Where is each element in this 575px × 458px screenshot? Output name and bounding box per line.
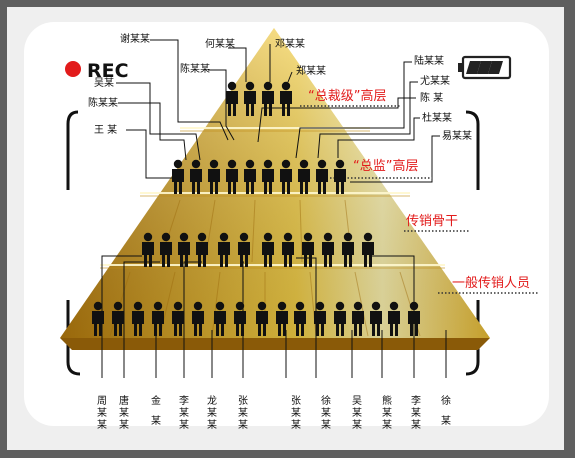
name-label: 唐 [119, 394, 129, 407]
name-label: 易某某 [442, 130, 472, 142]
tier-label-general: 一般传销人员 [452, 275, 530, 291]
record-dot-icon [65, 61, 81, 77]
name-label: 尤某某 [420, 74, 450, 87]
name-label: 某 [97, 407, 107, 419]
tier-label-director: “总监”高层 [353, 158, 418, 174]
tier-label-top: “总裁级”高层 [308, 88, 386, 104]
name-label: 李 [411, 394, 421, 407]
name-label: 王 某 [94, 124, 117, 136]
name-label: 徐 [321, 394, 331, 407]
name-label: 吴某 [94, 77, 114, 89]
tier-label-backbone: 传销骨干 [406, 214, 458, 229]
name-label: 龙 [207, 394, 217, 407]
name-label: 张 [238, 395, 248, 407]
name-label: 某 [321, 407, 331, 419]
name-label: 某 [291, 407, 301, 419]
name-label: 熊 [382, 394, 392, 407]
name-label: 某 [179, 419, 189, 431]
rec-label: REC [87, 60, 129, 82]
name-label: 某 [411, 407, 421, 419]
name-label: 某 [382, 419, 392, 431]
name-label: 某 [151, 415, 161, 427]
name-label: 吴 [352, 395, 362, 407]
name-label: 某 [238, 407, 248, 419]
name-label: 某 [321, 419, 331, 431]
name-label: 陈 某 [420, 91, 443, 104]
viewfinder-brackets [66, 110, 480, 376]
rec-indicator: REC [65, 60, 129, 82]
name-label: 某 [352, 419, 362, 431]
leader-lines [101, 39, 447, 378]
name-label: 陈某某 [180, 62, 210, 75]
name-label: 张 [291, 395, 301, 407]
name-label: 金 [151, 394, 161, 407]
name-label: 周 [97, 395, 107, 407]
name-label: 谢某某 [120, 32, 150, 45]
name-label: 陈某某 [88, 96, 118, 109]
name-label: 某 [179, 407, 189, 419]
name-label: 某 [441, 415, 451, 427]
name-label: 徐 [441, 394, 451, 407]
name-label: 某 [238, 419, 248, 431]
name-label: 某 [352, 407, 362, 419]
name-label: 杜某某 [422, 111, 452, 124]
battery-icon [458, 55, 512, 80]
name-label: 何某某 [205, 37, 235, 50]
name-label: 邓某某 [275, 38, 305, 50]
name-label: 某 [411, 419, 421, 431]
name-label: 郑某某 [296, 64, 326, 77]
name-label: 李 [179, 394, 189, 407]
name-label: 某 [119, 419, 129, 431]
name-label: 某 [207, 419, 217, 431]
name-label: 某 [291, 419, 301, 431]
bottom-names: 周 某 某 唐 某 某 金 某 李 某 某 龙 某 某 张 某 某 张 某 某 … [97, 394, 451, 431]
name-label: 某 [119, 407, 129, 419]
name-label: 某 [97, 419, 107, 431]
name-label: 某 [207, 407, 217, 419]
name-label: 某 [382, 407, 392, 419]
name-label: 陆某某 [414, 54, 444, 67]
tier-underlines [300, 105, 538, 294]
